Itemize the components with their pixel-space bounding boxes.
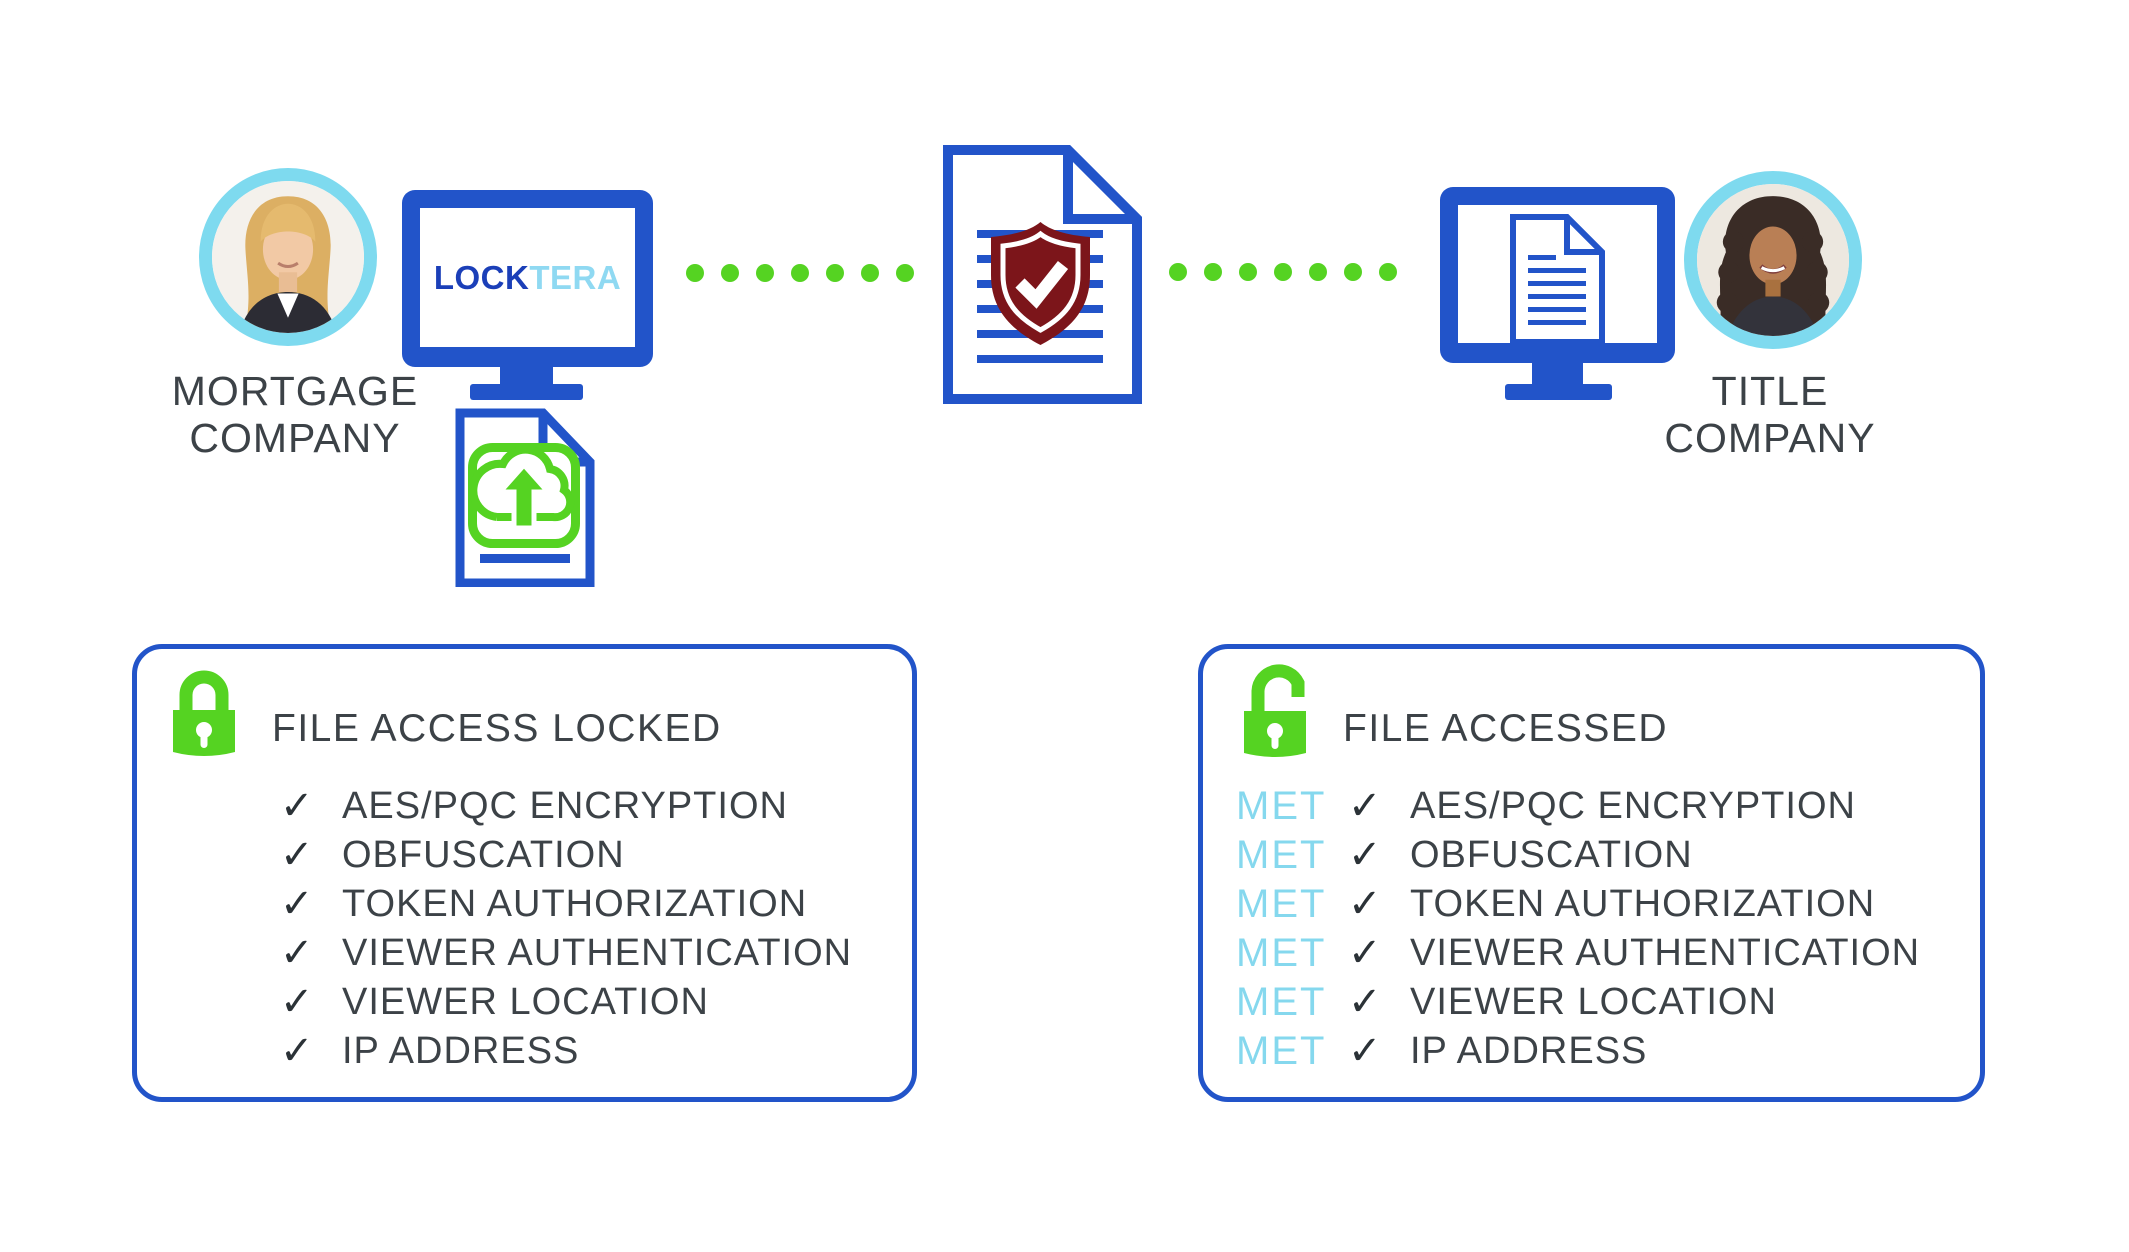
dot-icon (861, 264, 879, 282)
transfer-dots-left (686, 264, 914, 282)
checklist-item: ✓ TOKEN AUTHORIZATION (137, 880, 902, 929)
checklist-item: MET ✓ TOKEN AUTHORIZATION (1203, 880, 1970, 929)
cloud-upload-icon (468, 443, 580, 548)
padlock-closed-icon (173, 670, 235, 756)
checklist-item: ✓ AES/PQC ENCRYPTION (137, 782, 902, 831)
item-label: OBFUSCATION (342, 834, 625, 876)
dot-icon (756, 264, 774, 282)
dot-icon (721, 264, 739, 282)
dot-icon (826, 264, 844, 282)
check-icon: ✓ (1348, 783, 1382, 829)
item-label: AES/PQC ENCRYPTION (1410, 785, 1856, 827)
checklist-item: ✓ IP ADDRESS (137, 1027, 902, 1076)
mortgage-avatar (199, 168, 377, 346)
upload-document-icon (455, 408, 595, 587)
locktera-monitor-icon: LOCKTERA (402, 190, 653, 367)
locktera-monitor-screen: LOCKTERA (420, 208, 635, 347)
accessed-panel-title: FILE ACCESSED (1343, 707, 1669, 750)
item-label: VIEWER LOCATION (1410, 981, 1777, 1023)
met-badge: MET (1236, 882, 1327, 926)
item-label: VIEWER AUTHENTICATION (1410, 932, 1921, 974)
receiver-label-line1: TITLE (1711, 368, 1829, 414)
accessed-panel: FILE ACCESSED MET ✓ AES/PQC ENCRYPTION MET… (1198, 644, 1985, 1102)
dot-icon (791, 264, 809, 282)
checklist-item: MET ✓ IP ADDRESS (1203, 1027, 1970, 1076)
met-badge: MET (1236, 1029, 1327, 1073)
item-label: TOKEN AUTHORIZATION (1410, 883, 1876, 925)
checklist-item: MET ✓ VIEWER LOCATION (1203, 978, 1970, 1027)
dot-icon (1344, 263, 1362, 281)
item-label: IP ADDRESS (342, 1030, 580, 1072)
met-badge: MET (1236, 784, 1327, 828)
sender-label-line2: COMPANY (189, 415, 401, 461)
secured-document-icon (943, 145, 1142, 404)
locktera-logo: LOCKTERA (434, 259, 621, 297)
item-label: VIEWER LOCATION (342, 981, 709, 1023)
met-badge: MET (1236, 931, 1327, 975)
receiver-label-line2: COMPANY (1664, 415, 1876, 461)
sender-label-line1: MORTGAGE (171, 368, 419, 414)
check-icon: ✓ (1348, 832, 1382, 878)
dot-icon (1309, 263, 1327, 281)
checklist-item: ✓ VIEWER LOCATION (137, 978, 902, 1027)
dot-icon (1169, 263, 1187, 281)
locktera-logo-tera: TERA (529, 258, 622, 296)
locked-panel-title: FILE ACCESS LOCKED (272, 707, 722, 750)
monitor-stand-neck (500, 365, 553, 385)
dot-icon (896, 264, 914, 282)
check-icon: ✓ (280, 881, 314, 927)
padlock-open-icon (1244, 664, 1306, 757)
title-company-label: TITLE COMPANY (1585, 368, 1955, 462)
document-text-line (480, 554, 570, 563)
checklist-item: MET ✓ VIEWER AUTHENTICATION (1203, 929, 1970, 978)
dot-icon (1204, 263, 1222, 281)
check-icon: ✓ (1348, 1028, 1382, 1074)
received-document-icon (1510, 214, 1605, 345)
item-label: AES/PQC ENCRYPTION (342, 785, 788, 827)
monitor-stand-base (470, 384, 583, 400)
met-badge: MET (1236, 833, 1327, 877)
check-icon: ✓ (280, 1028, 314, 1074)
check-icon: ✓ (280, 979, 314, 1025)
check-icon: ✓ (1348, 881, 1382, 927)
locktera-logo-lock: LOCK (433, 258, 530, 296)
dot-icon (686, 264, 704, 282)
check-icon: ✓ (280, 832, 314, 878)
title-avatar (1684, 171, 1862, 349)
check-icon: ✓ (1348, 930, 1382, 976)
title-avatar-photo (1697, 184, 1849, 336)
dot-icon (1239, 263, 1257, 281)
checklist-item: ✓ OBFUSCATION (137, 831, 902, 880)
locked-panel: FILE ACCESS LOCKED ✓ AES/PQC ENCRYPTION ✓… (132, 644, 917, 1102)
met-badge: MET (1236, 980, 1327, 1024)
check-icon: ✓ (1348, 979, 1382, 1025)
monitor-stand-neck (1532, 361, 1583, 385)
check-icon: ✓ (280, 930, 314, 976)
item-label: TOKEN AUTHORIZATION (342, 883, 808, 925)
item-label: OBFUSCATION (1410, 834, 1693, 876)
dot-icon (1274, 263, 1292, 281)
shield-check-icon (991, 222, 1090, 345)
document-text-lines (1528, 255, 1586, 325)
checklist-item: ✓ VIEWER AUTHENTICATION (137, 929, 902, 978)
monitor-stand-base (1505, 384, 1612, 400)
mortgage-avatar-photo (212, 181, 364, 333)
checklist-item: MET ✓ AES/PQC ENCRYPTION (1203, 782, 1970, 831)
item-label: VIEWER AUTHENTICATION (342, 932, 853, 974)
item-label: IP ADDRESS (1410, 1030, 1648, 1072)
mortgage-company-label: MORTGAGE COMPANY (110, 368, 480, 462)
dot-icon (1379, 263, 1397, 281)
check-icon: ✓ (280, 783, 314, 829)
checklist-item: MET ✓ OBFUSCATION (1203, 831, 1970, 880)
transfer-dots-right (1169, 263, 1397, 281)
